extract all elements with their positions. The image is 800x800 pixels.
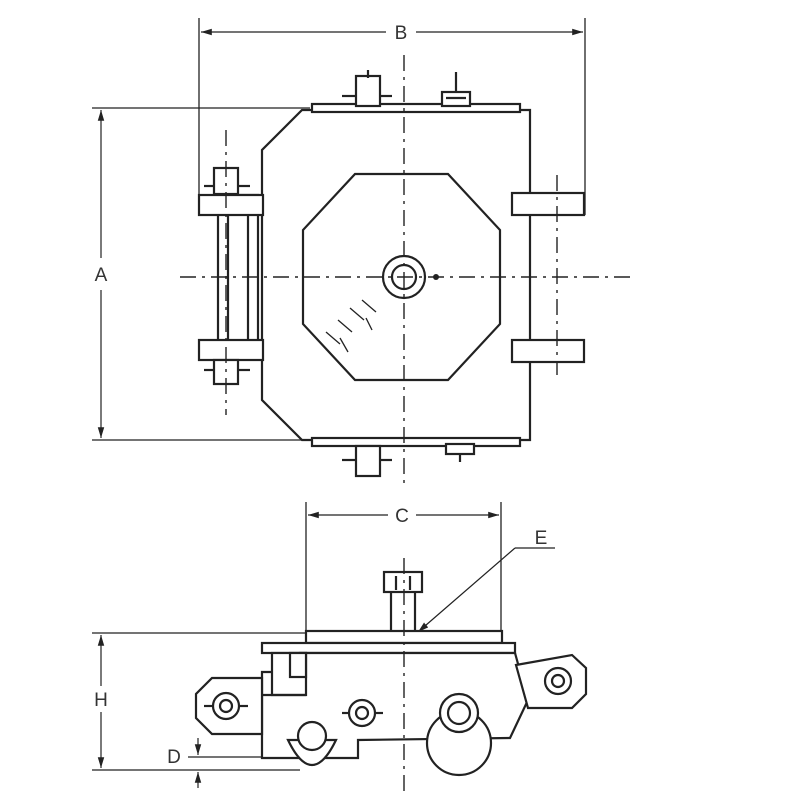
side-left-lug [194,676,264,736]
label-c: C [395,506,409,527]
bottom-bolt-left [342,444,392,478]
label-e: E [535,528,548,549]
dimension-h: H [92,632,306,771]
bottom-plate [310,436,522,448]
right-lugs [510,175,586,375]
side-wheel-right [425,692,493,777]
side-frame-top [260,641,517,655]
side-pin [382,570,424,634]
top-bolt-left [342,70,392,108]
dimension-c: C [305,502,502,640]
dimension-a: A [92,107,310,441]
top-plate [310,102,522,114]
label-h: H [94,690,108,711]
side-wheel-left [286,720,338,767]
label-b: B [395,23,408,44]
plate-markings [325,299,377,353]
left-handle [197,130,265,415]
side-view: C E H D [92,502,588,792]
leader-e: E [417,528,555,633]
side-right-lug [514,653,588,710]
top-bolt-right [440,72,472,108]
label-a: A [95,265,108,286]
side-left-bracket [262,651,308,697]
top-view: B A [92,18,635,485]
bottom-bolt-right [444,442,476,462]
dimension-b: B [198,18,586,215]
side-body-bolt [342,698,383,728]
label-d: D [167,747,181,768]
